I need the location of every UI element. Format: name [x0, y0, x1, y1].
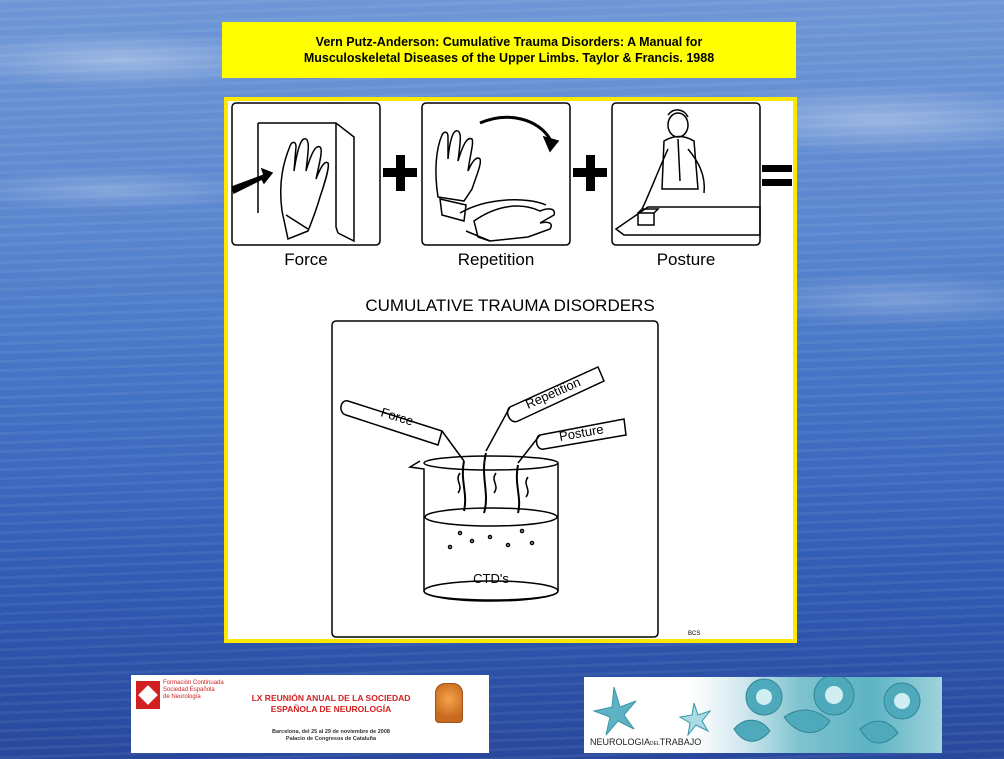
brain-emblem-icon [435, 683, 463, 723]
citation-line-1: Vern Putz-Anderson: Cumulative Trauma Di… [316, 35, 703, 49]
ctd-diagram-panel: Force Repetition [224, 97, 797, 643]
illustration-credit: BCS [688, 631, 700, 637]
ctd-title: CUMULATIVE TRAUMA DISORDERS [365, 296, 654, 315]
tube-label-force: Force [379, 405, 415, 429]
congress-title-line-2: ESPAÑOLA DE NEUROLOGÍA [231, 704, 431, 715]
citation-box: Vern Putz-Anderson: Cumulative Trauma Di… [222, 22, 796, 78]
logo-text-neurologia: NEUROLOGIA [590, 737, 650, 747]
org-line-3: de Neurología [163, 694, 224, 701]
beaker-label: CTD's [473, 571, 509, 586]
factor-label-posture: Posture [657, 250, 716, 269]
plus-operator-2 [573, 155, 607, 191]
logo-text-del: DEL [650, 741, 660, 747]
congress-date: Barcelona, del 25 al 29 de noviembre de … [231, 729, 431, 736]
posture-illustration [612, 103, 760, 245]
equals-operator [762, 165, 792, 186]
sen-emblem-icon [136, 681, 160, 709]
congress-title-line-1: LX REUNIÓN ANUAL DE LA SOCIEDAD [231, 693, 431, 704]
logo-text-trabajo: TRABAJO [660, 737, 702, 747]
congress-venue: Palacio de Congresos de Cataluña [231, 736, 431, 743]
org-line-1: Formación Continuada [163, 680, 224, 687]
plus-operator-1 [383, 155, 417, 191]
factor-label-repetition: Repetition [458, 250, 535, 269]
org-line-2: Sociedad Española [163, 687, 224, 694]
repetition-illustration [422, 103, 570, 245]
citation-line-2: Musculoskeletal Diseases of the Upper Li… [304, 51, 714, 65]
force-illustration [232, 103, 380, 245]
beaker-illustration [332, 321, 658, 637]
neurologia-trabajo-logo: NEUROLOGIADELTRABAJO [584, 677, 942, 753]
factor-label-force: Force [284, 250, 327, 269]
tube-label-repetition: Repetition [523, 374, 583, 412]
ctd-illustration: Force Repetition [228, 101, 793, 639]
sen-congress-logo: Formación Continuada Sociedad Española d… [131, 675, 489, 753]
